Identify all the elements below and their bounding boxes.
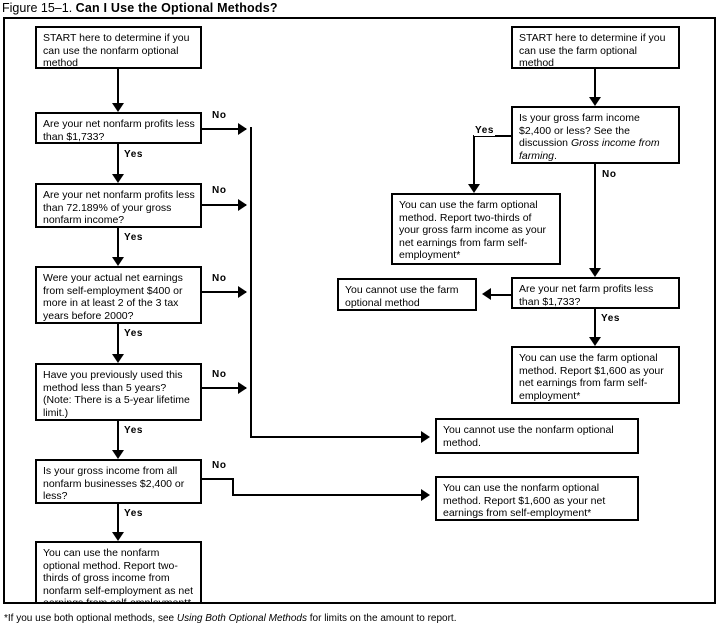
node-nonfarm-result-two-thirds-text: You can use the nonfarm optional method.… bbox=[43, 547, 193, 604]
connector-farm-start-to-q1 bbox=[594, 69, 596, 100]
node-farm-result-1600-text: You can use the farm optional method. Re… bbox=[519, 352, 664, 402]
branch-label-nonfarm-q5-no: No bbox=[211, 460, 228, 471]
node-nonfarm-start: START here to determine if you can use t… bbox=[35, 26, 202, 69]
connector-nonfarm-q5-no-seg1 bbox=[202, 478, 234, 480]
arrowhead-nonfarm-q3 bbox=[112, 257, 124, 266]
arrowhead-farm-q1 bbox=[589, 97, 601, 106]
node-nonfarm-result-1600: You can use the nonfarm optional method.… bbox=[435, 476, 639, 521]
node-nonfarm-q5-text: Is your gross income from all nonfarm bu… bbox=[43, 465, 185, 503]
connector-nonfarm-start-to-q1 bbox=[117, 69, 119, 105]
node-nonfarm-result-1600-text: You can use the nonfarm optional method.… bbox=[443, 482, 606, 520]
branch-label-farm-q2-yes: Yes bbox=[600, 313, 622, 324]
arrowhead-nonfarm-result-yes bbox=[112, 532, 124, 541]
figure-title: Can I Use the Optional Methods? bbox=[75, 1, 278, 15]
branch-label-nonfarm-q3-no: No bbox=[211, 273, 228, 284]
footnote-italic-reference: Using Both Optional Methods bbox=[176, 613, 307, 624]
branch-label-farm-q1-no: No bbox=[601, 169, 618, 180]
connector-nonfarm-q5-no-seg3 bbox=[232, 494, 427, 496]
node-farm-q1: Is your gross farm income $2,400 or less… bbox=[511, 106, 680, 164]
arrowhead-nonfarm-q1-no bbox=[238, 123, 247, 135]
arrowhead-nonfarm-q4-no bbox=[238, 382, 247, 394]
node-nonfarm-q3-text: Were your actual net earnings from self-… bbox=[43, 272, 183, 322]
branch-label-farm-q1-yes: Yes bbox=[474, 125, 496, 136]
branch-label-nonfarm-q2-no: No bbox=[211, 185, 228, 196]
connector-nonfarm-no-bus bbox=[250, 127, 252, 438]
branch-label-nonfarm-q5-yes: Yes bbox=[123, 508, 145, 519]
connector-nonfarm-no-bus-exit bbox=[250, 436, 427, 438]
figure-caption: Figure 15–1. Can I Use the Optional Meth… bbox=[2, 1, 702, 17]
connector-nonfarm-q4-to-q5 bbox=[117, 421, 119, 453]
arrowhead-nonfarm-q2 bbox=[112, 174, 124, 183]
arrowhead-farm-result-two-thirds bbox=[468, 184, 480, 193]
connector-nonfarm-q2-to-q3 bbox=[117, 228, 119, 260]
footnote-suffix: for limits on the amount to report. bbox=[306, 613, 457, 624]
node-farm-q1-pre: Is your gross farm income $2,400 or less… bbox=[519, 112, 640, 150]
branch-label-nonfarm-q4-no: No bbox=[211, 369, 228, 380]
connector-nonfarm-q3-to-q4 bbox=[117, 324, 119, 357]
node-nonfarm-q4: Have you previously used this method les… bbox=[35, 363, 202, 421]
connector-nonfarm-q5-to-result bbox=[117, 504, 119, 535]
node-nonfarm-q1: Are your net nonfarm profits less than $… bbox=[35, 112, 202, 144]
node-nonfarm-q3: Were your actual net earnings from self-… bbox=[35, 266, 202, 324]
arrowhead-farm-result-1600 bbox=[589, 337, 601, 346]
node-farm-result-two-thirds: You can use the farm optional method. Re… bbox=[391, 193, 561, 265]
node-nonfarm-q4-text: Have you previously used this method les… bbox=[43, 369, 190, 419]
arrowhead-nonfarm-q1 bbox=[112, 103, 124, 112]
branch-label-nonfarm-q3-yes: Yes bbox=[123, 328, 145, 339]
node-farm-q1-italic: Gross income from farming bbox=[519, 137, 660, 162]
connector-farm-q2-no bbox=[489, 294, 513, 296]
arrowhead-nonfarm-q2-no bbox=[238, 199, 247, 211]
connector-farm-q1-yes-seg1 bbox=[473, 135, 513, 137]
figure-number: Figure 15–1. bbox=[2, 1, 73, 15]
node-nonfarm-q2-text: Are your net nonfarm profits less than 7… bbox=[43, 189, 195, 227]
connector-nonfarm-q4-no bbox=[202, 387, 246, 389]
node-farm-q1-post: . bbox=[554, 149, 557, 162]
footnote-prefix: *If you use both optional methods, see bbox=[4, 613, 177, 624]
connector-nonfarm-q5-no-seg2 bbox=[232, 478, 234, 496]
node-nonfarm-result-cannot-text: You cannot use the nonfarm optional meth… bbox=[443, 424, 614, 449]
node-nonfarm-start-text: START here to determine if you can use t… bbox=[43, 32, 190, 69]
arrowhead-farm-result-cannot bbox=[482, 288, 491, 300]
node-nonfarm-result-two-thirds: You can use the nonfarm optional method.… bbox=[35, 541, 202, 604]
branch-label-nonfarm-q4-yes: Yes bbox=[123, 425, 145, 436]
arrowhead-farm-q2 bbox=[589, 268, 601, 277]
connector-nonfarm-q1-to-q2 bbox=[117, 144, 119, 177]
node-farm-q2: Are your net farm profits less than $1,7… bbox=[511, 277, 680, 309]
node-farm-q2-text: Are your net farm profits less than $1,7… bbox=[519, 283, 654, 308]
connector-farm-q1-yes-seg2 bbox=[473, 135, 475, 188]
arrowhead-nonfarm-q3-no bbox=[238, 286, 247, 298]
node-nonfarm-result-cannot: You cannot use the nonfarm optional meth… bbox=[435, 418, 639, 454]
figure-footnote: *If you use both optional methods, see U… bbox=[4, 612, 714, 625]
node-nonfarm-q1-text: Are your net nonfarm profits less than $… bbox=[43, 118, 195, 143]
arrowhead-nonfarm-result-cannot bbox=[421, 431, 430, 443]
branch-label-nonfarm-q1-no: No bbox=[211, 110, 228, 121]
node-farm-start-text: START here to determine if you can use t… bbox=[519, 32, 666, 69]
node-farm-result-cannot-text: You cannot use the farm optional method bbox=[345, 284, 459, 309]
connector-nonfarm-q2-no bbox=[202, 204, 246, 206]
arrowhead-nonfarm-result-1600 bbox=[421, 489, 430, 501]
node-nonfarm-q2: Are your net nonfarm profits less than 7… bbox=[35, 183, 202, 228]
node-farm-result-two-thirds-text: You can use the farm optional method. Re… bbox=[399, 199, 547, 262]
node-farm-start: START here to determine if you can use t… bbox=[511, 26, 680, 69]
arrowhead-nonfarm-q4 bbox=[112, 354, 124, 363]
connector-nonfarm-q3-no bbox=[202, 291, 246, 293]
arrowhead-nonfarm-q5 bbox=[112, 450, 124, 459]
node-nonfarm-q5: Is your gross income from all nonfarm bu… bbox=[35, 459, 202, 504]
branch-label-nonfarm-q1-yes: Yes bbox=[123, 149, 145, 160]
node-farm-result-1600: You can use the farm optional method. Re… bbox=[511, 346, 680, 404]
connector-nonfarm-q1-no bbox=[202, 128, 246, 130]
flowchart-frame: START here to determine if you can use t… bbox=[3, 17, 716, 604]
branch-label-nonfarm-q2-yes: Yes bbox=[123, 232, 145, 243]
connector-farm-q2-to-result bbox=[594, 309, 596, 340]
connector-farm-q1-no bbox=[594, 164, 596, 271]
node-farm-result-cannot: You cannot use the farm optional method bbox=[337, 278, 477, 311]
